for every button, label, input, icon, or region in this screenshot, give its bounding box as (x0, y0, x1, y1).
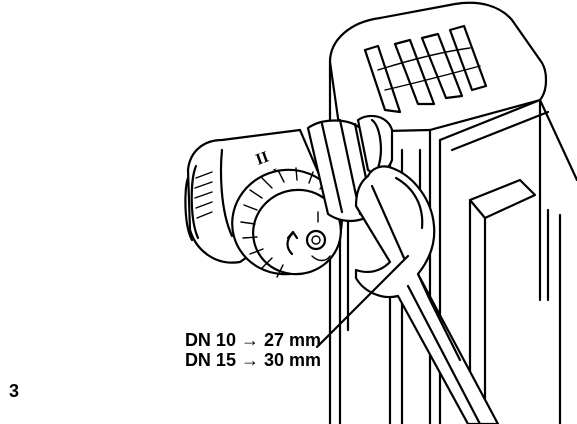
valve-handwheel (231, 167, 343, 278)
open-end-wrench (354, 165, 500, 424)
step-number: 3 (9, 381, 20, 401)
callout-dn15: DN 15 → 30 mm (184, 350, 321, 370)
valve-marking-ii: II (254, 149, 272, 169)
callout-dn10: DN 10 → 27 mm (184, 330, 321, 350)
callout-leader-line (315, 254, 410, 349)
